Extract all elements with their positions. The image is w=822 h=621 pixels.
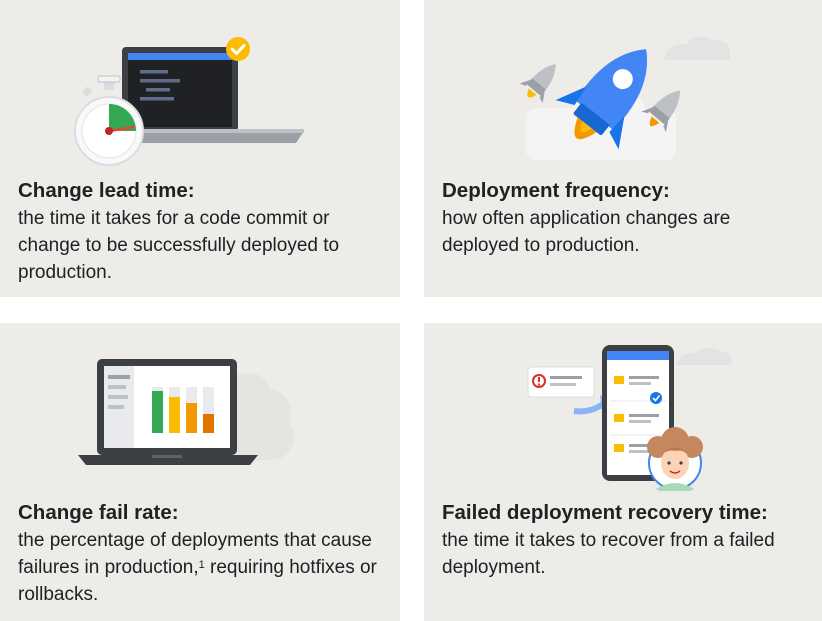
rocket-icon <box>555 49 647 150</box>
folder-icon <box>614 376 659 453</box>
checkmark-badge-icon <box>226 37 250 61</box>
card-failed-deployment-recovery-time: Failed deployment recovery time: the tim… <box>424 323 822 621</box>
change-fail-rate-illustration <box>78 359 295 465</box>
card-title: Deployment frequency: <box>442 179 670 202</box>
card-change-fail-rate: Change fail rate: the percentage of depl… <box>0 323 400 621</box>
small-rocket-icon <box>519 64 556 103</box>
deployment-frequency-illustration <box>519 36 730 160</box>
laptop-icon <box>78 359 258 465</box>
card-deployment-frequency: Deployment frequency: how often applicat… <box>424 0 822 297</box>
card-change-lead-time: Change lead time: the time it takes for … <box>0 0 400 297</box>
card-description: the time it takes to recover from a fail… <box>442 530 775 578</box>
lead-time-illustration <box>74 37 304 166</box>
card-description: the time it takes for a code commit or c… <box>18 208 340 283</box>
card-title: Change fail rate: <box>18 501 179 524</box>
laptop-icon <box>112 47 304 143</box>
small-rocket-icon <box>641 90 680 133</box>
avatar-icon <box>647 427 703 491</box>
recovery-time-illustration <box>527 345 732 491</box>
bar-chart-icon <box>152 387 214 433</box>
card-description: the percentage of deployments that cause… <box>18 530 377 605</box>
footnote-marker: 1 <box>198 559 205 571</box>
card-title: Change lead time: <box>18 179 195 202</box>
card-title: Failed deployment recovery time: <box>442 501 768 524</box>
stopwatch-icon <box>74 75 144 166</box>
card-description: how often application changes are deploy… <box>442 208 731 256</box>
alert-icon <box>527 366 595 398</box>
